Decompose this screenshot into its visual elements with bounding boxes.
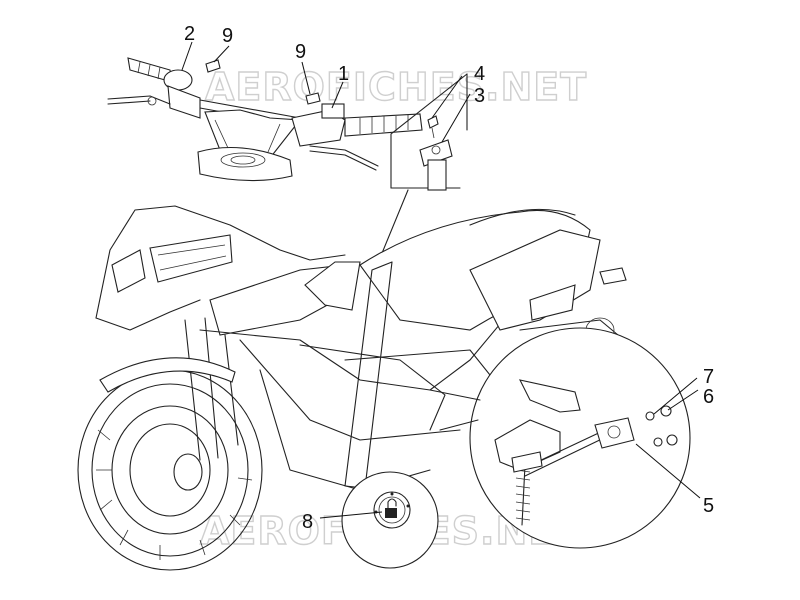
callout-1: 1 [338,63,349,85]
plunger-switch-icon [379,73,468,259]
callout-9-left: 9 [222,25,233,47]
callout-9-center: 9 [295,41,306,63]
padlock-icon [341,261,439,569]
callout-3: 3 [474,85,485,107]
callout-6: 6 [703,386,714,408]
handlebar-assembly-icon [107,57,423,182]
side-stand-sensor-icon [429,327,691,549]
motorcycle-outline [77,205,631,571]
leader-lines [181,41,701,519]
callout-5: 5 [703,495,714,517]
callout-8: 8 [302,511,313,533]
callout-7: 7 [703,366,714,388]
callout-4: 4 [474,63,485,85]
watermark-top: AEROFICHES.NET [205,65,587,109]
callout-2: 2 [184,23,195,45]
